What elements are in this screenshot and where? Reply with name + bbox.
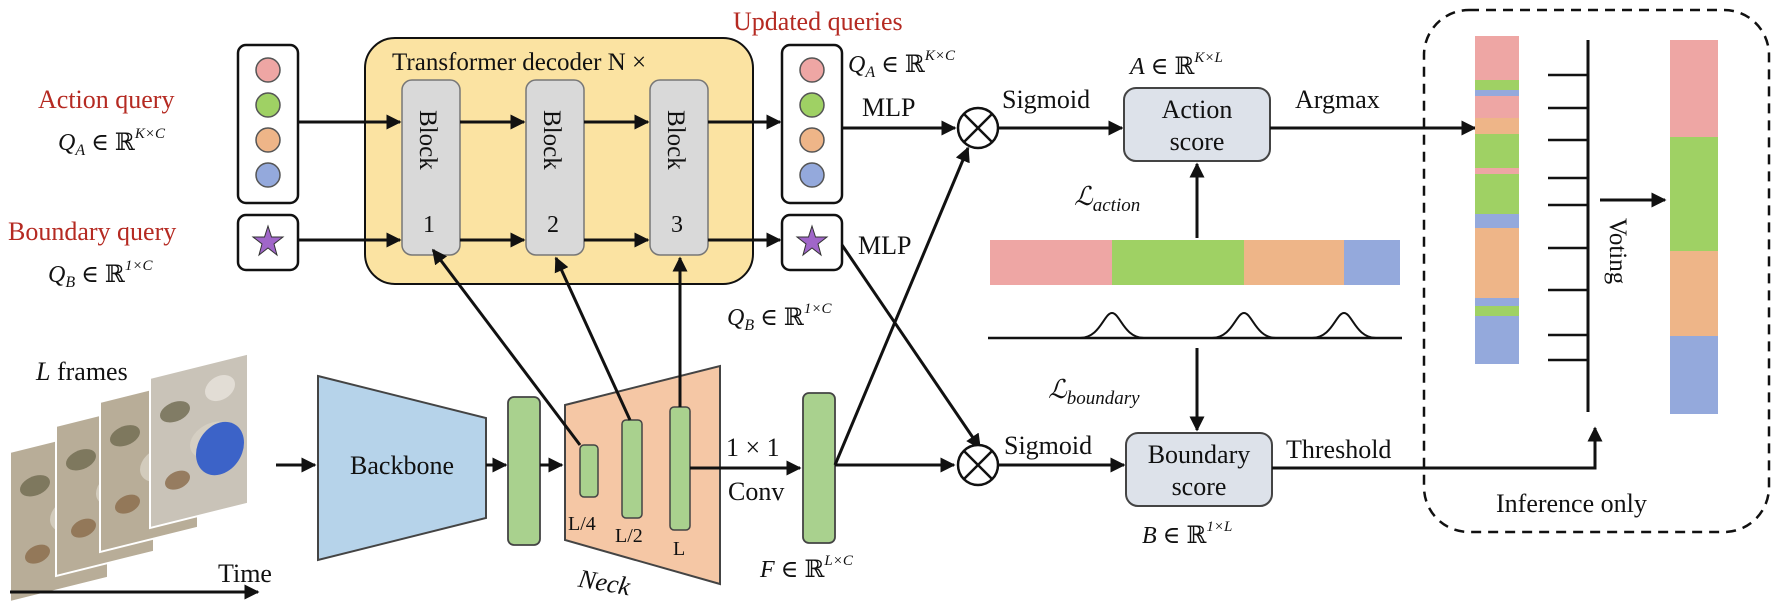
svg-text:L/4: L/4 <box>568 513 596 535</box>
l-frames-label: L frames <box>35 357 128 386</box>
star-icon <box>795 224 829 257</box>
neck-label: Neck <box>575 564 633 602</box>
backbone-feature-map <box>507 396 541 546</box>
voted-segment-bar <box>1670 40 1718 414</box>
loss-boundary-label: ℒboundary <box>1048 375 1140 409</box>
neck-block: L/4 L/2 L <box>564 364 721 586</box>
svg-text:Block: Block <box>538 110 565 170</box>
predicted-frame-segment <box>1475 96 1519 118</box>
query-dot-orange-icon <box>255 127 281 153</box>
predicted-frame-segment <box>1475 80 1519 90</box>
decoder-block-2: Block 2 <box>525 79 585 256</box>
video-frame-thumbnail <box>149 352 249 530</box>
predicted-frame-segment <box>1475 174 1519 214</box>
predicted-frame-segment <box>1475 134 1519 168</box>
predicted-frame-segment <box>1475 316 1519 364</box>
action-score-box: Action score <box>1123 87 1271 162</box>
query-dot-orange-icon <box>799 127 825 153</box>
svg-text:Backbone: Backbone <box>350 451 454 480</box>
query-dot-green-icon <box>255 92 281 118</box>
mlp-action-label: MLP <box>862 93 915 122</box>
query-dot-pink-icon <box>255 57 281 83</box>
updated-qa-math: QA ∈ ℝK×C <box>848 48 956 81</box>
combine-boundary-icon <box>956 443 1000 487</box>
neck-feature-half <box>621 419 643 519</box>
svg-text:L/2: L/2 <box>615 525 643 547</box>
predicted-frame-segment <box>1475 228 1519 298</box>
svg-text:3: 3 <box>671 212 683 238</box>
action-query-label: Action query <box>38 85 174 114</box>
boundary-query-star <box>236 213 300 272</box>
predicted-frame-segment <box>1475 90 1519 96</box>
action-query-dots <box>236 43 300 205</box>
predicted-frame-segment <box>1475 298 1519 306</box>
voting-label: Voting <box>1604 218 1631 285</box>
argmax-label: Argmax <box>1295 85 1380 114</box>
updated-action-query-dots <box>780 43 844 205</box>
svg-text:Block: Block <box>662 110 689 170</box>
boundary-query-label: Boundary query <box>8 217 176 246</box>
query-dot-blue-icon <box>799 162 825 188</box>
boundary-gaussian-curve <box>988 311 1402 340</box>
action-score-math: A ∈ ℝK×L <box>1128 50 1223 80</box>
mlp-boundary-label: MLP <box>858 231 911 260</box>
boundary-ruler <box>1548 40 1590 412</box>
inference-only-label: Inference only <box>1496 489 1647 518</box>
neck-feature-quarter <box>579 444 599 498</box>
backbone-block: Backbone <box>317 374 487 562</box>
inference-only-panel <box>1422 8 1771 534</box>
decoder-title: Transformer decoder N × <box>392 49 646 76</box>
neck-feature-full <box>669 406 691 531</box>
query-dot-pink-icon <box>799 57 825 83</box>
threshold-label: Threshold <box>1286 435 1391 464</box>
combine-action-icon <box>956 106 1000 150</box>
predicted-frame-segment <box>1475 306 1519 316</box>
predicted-frame-labels-bar <box>1475 36 1519 364</box>
svg-text:score: score <box>1172 472 1227 501</box>
time-label: Time <box>218 559 272 588</box>
query-dot-green-icon <box>799 92 825 118</box>
conv-label-line1: 1 × 1 <box>726 433 780 462</box>
svg-text:L: L <box>673 538 685 560</box>
sigmoid-boundary-label: Sigmoid <box>1004 431 1092 460</box>
svg-text:Boundary: Boundary <box>1148 440 1251 469</box>
conv-label-line2: Conv <box>728 477 784 506</box>
sigmoid-action-label: Sigmoid <box>1002 85 1090 114</box>
svg-text:1: 1 <box>423 212 435 238</box>
svg-text:2: 2 <box>547 212 559 238</box>
action-query-math: QA ∈ ℝK×C <box>58 126 166 159</box>
star-icon <box>251 224 285 257</box>
decoder-block-1: Block 1 <box>401 79 461 256</box>
predicted-frame-segment <box>1475 214 1519 228</box>
updated-queries-label: Updated queries <box>733 7 903 36</box>
feature-math: F ∈ ℝL×C <box>759 553 854 583</box>
ground-truth-segment-bar <box>990 240 1400 285</box>
decoder-block-3: Block 3 <box>649 79 709 256</box>
svg-text:Action: Action <box>1162 95 1233 124</box>
boundary-score-box: Boundary score <box>1125 432 1273 507</box>
predicted-frame-segment <box>1475 36 1519 80</box>
output-feature-map <box>802 392 836 544</box>
boundary-query-math: QB ∈ ℝ1×C <box>48 258 153 291</box>
query-dot-blue-icon <box>255 162 281 188</box>
svg-text:Block: Block <box>414 110 441 170</box>
video-frames-stack <box>9 352 249 604</box>
predicted-frame-segment <box>1475 168 1519 174</box>
boundary-score-math: B ∈ ℝ1×L <box>1142 519 1232 549</box>
updated-qb-math: QB ∈ ℝ1×C <box>727 301 832 334</box>
updated-boundary-query-star <box>780 213 844 272</box>
loss-action-label: ℒaction <box>1074 182 1140 216</box>
svg-text:score: score <box>1170 127 1225 156</box>
predicted-frame-segment <box>1475 118 1519 134</box>
